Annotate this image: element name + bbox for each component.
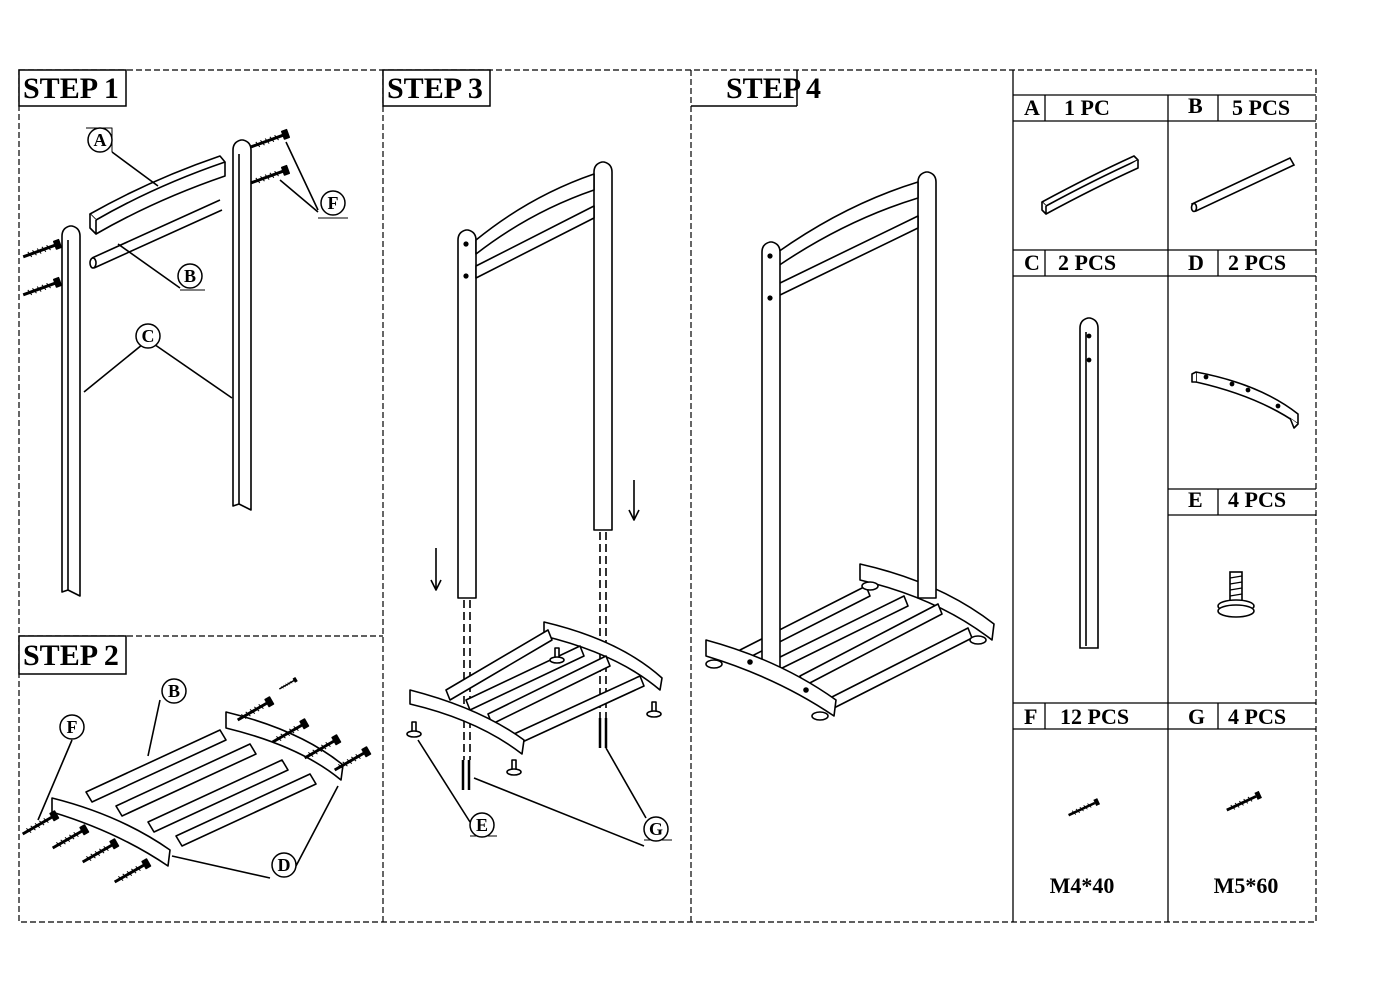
callout-e-step3: E bbox=[469, 812, 495, 838]
callout-b-step1: B bbox=[177, 263, 203, 289]
step-1-label: STEP 1 bbox=[18, 69, 127, 107]
part-c-header: C 2 PCS bbox=[1024, 250, 1116, 275]
svg-text:5 PCS: 5 PCS bbox=[1232, 95, 1290, 120]
part-a-arch bbox=[1041, 155, 1139, 215]
part-f-screw bbox=[1065, 796, 1102, 820]
svg-text:STEP: STEP bbox=[726, 72, 801, 105]
part-e-foot bbox=[1217, 571, 1255, 618]
svg-text:F: F bbox=[1024, 704, 1037, 729]
svg-text:A: A bbox=[94, 130, 107, 150]
svg-text:E: E bbox=[476, 815, 488, 835]
parts-table-grid bbox=[1012, 70, 1316, 922]
callout-f-step1: F bbox=[320, 190, 346, 216]
part-b-rod bbox=[1190, 156, 1296, 213]
svg-text:12 PCS: 12 PCS bbox=[1060, 704, 1129, 729]
svg-text:F: F bbox=[328, 193, 339, 213]
step-4-label: STEP 4 bbox=[691, 70, 821, 107]
svg-text:G: G bbox=[1188, 704, 1205, 729]
svg-text:2 PCS: 2 PCS bbox=[1058, 250, 1116, 275]
svg-text:C: C bbox=[142, 326, 155, 346]
svg-text:A: A bbox=[1024, 95, 1040, 120]
part-d-side-rail bbox=[1191, 371, 1299, 429]
part-g-header: G 4 PCS bbox=[1188, 704, 1286, 729]
svg-text:4: 4 bbox=[806, 72, 821, 105]
part-e-header: E 4 PCS bbox=[1188, 487, 1286, 512]
svg-text:D: D bbox=[278, 855, 291, 875]
part-g-screw bbox=[1223, 789, 1264, 815]
callout-b-step2: B bbox=[161, 678, 187, 704]
svg-text:4 PCS: 4 PCS bbox=[1228, 487, 1286, 512]
step-3-label: STEP 3 bbox=[382, 69, 491, 107]
svg-text:STEP 3: STEP 3 bbox=[387, 72, 483, 105]
svg-text:1 PC: 1 PC bbox=[1064, 95, 1110, 120]
callout-d-step2: D bbox=[271, 852, 297, 878]
svg-text:2 PCS: 2 PCS bbox=[1228, 250, 1286, 275]
part-f-spec: M4*40 bbox=[1050, 873, 1115, 898]
svg-text:B: B bbox=[184, 266, 196, 286]
part-a-header: A 1 PC bbox=[1024, 95, 1110, 120]
svg-text:F: F bbox=[67, 717, 78, 737]
step-4-drawing bbox=[705, 171, 995, 721]
step-3-drawing bbox=[406, 161, 672, 847]
svg-text:STEP 1: STEP 1 bbox=[23, 72, 119, 105]
panel-borders bbox=[18, 69, 1317, 923]
step-1-drawing bbox=[20, 127, 348, 597]
svg-text:B: B bbox=[168, 681, 180, 701]
callout-a-step1: A bbox=[87, 127, 113, 153]
svg-text:4 PCS: 4 PCS bbox=[1228, 704, 1286, 729]
part-c-upright bbox=[1079, 317, 1099, 649]
callout-f-step2: F bbox=[59, 714, 85, 740]
callout-g-step3: G bbox=[643, 816, 669, 842]
callout-c-step1: C bbox=[135, 323, 161, 349]
part-g-spec: M5*60 bbox=[1214, 873, 1279, 898]
svg-text:E: E bbox=[1188, 487, 1203, 512]
part-b-header: B 5 PCS bbox=[1188, 93, 1290, 120]
svg-text:D: D bbox=[1188, 250, 1204, 275]
step-2-label: STEP 2 bbox=[18, 635, 127, 675]
part-f-header: F 12 PCS bbox=[1024, 704, 1129, 729]
svg-text:STEP 2: STEP 2 bbox=[23, 639, 119, 672]
svg-text:G: G bbox=[649, 819, 663, 839]
part-d-header: D 2 PCS bbox=[1188, 250, 1286, 275]
svg-text:C: C bbox=[1024, 250, 1040, 275]
step-2-drawing bbox=[19, 676, 372, 887]
svg-text:B: B bbox=[1188, 93, 1203, 118]
